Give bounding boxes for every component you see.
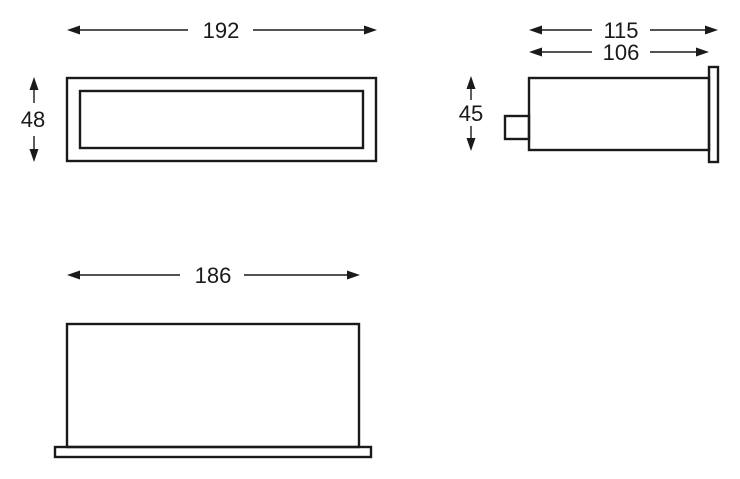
dim-side-height-label: 45 [459, 101, 483, 126]
dim-side-overall-label: 115 [603, 18, 638, 43]
dim-top-width-label: 186 [195, 263, 232, 288]
arrowhead-left [67, 270, 80, 280]
front-panel-inner [78, 89, 365, 150]
front-panel-outer [65, 76, 378, 163]
top-bezel [53, 445, 373, 459]
arrowhead-left [529, 25, 542, 35]
front-view [65, 76, 378, 163]
top-body [65, 322, 361, 449]
side-bezel [707, 65, 720, 164]
dim-front-width-label: 192 [203, 18, 240, 43]
dim-front-height-label: 48 [21, 107, 45, 132]
arrowhead-up [29, 77, 39, 90]
side-view [503, 65, 720, 164]
dim-side-body-label: 106 [603, 40, 640, 65]
top-view [53, 322, 373, 459]
side-body [527, 76, 711, 152]
arrowhead-up [466, 76, 476, 89]
dim-side-body-depth: 106 [529, 40, 709, 65]
arrowhead-right [347, 270, 360, 280]
dim-side-height: 45 [459, 76, 483, 151]
arrowhead-down [466, 138, 476, 151]
arrowhead-right [364, 25, 377, 35]
arrowhead-left [67, 25, 80, 35]
arrowhead-left [529, 47, 542, 57]
dim-side-overall-depth: 115 [529, 18, 718, 43]
arrowhead-down [29, 149, 39, 162]
dim-front-width: 192 [67, 18, 377, 43]
side-connector [503, 114, 531, 141]
dim-front-height: 48 [21, 77, 45, 162]
arrowhead-right [705, 25, 718, 35]
dim-top-width: 186 [67, 263, 360, 288]
arrowhead-right [696, 47, 709, 57]
